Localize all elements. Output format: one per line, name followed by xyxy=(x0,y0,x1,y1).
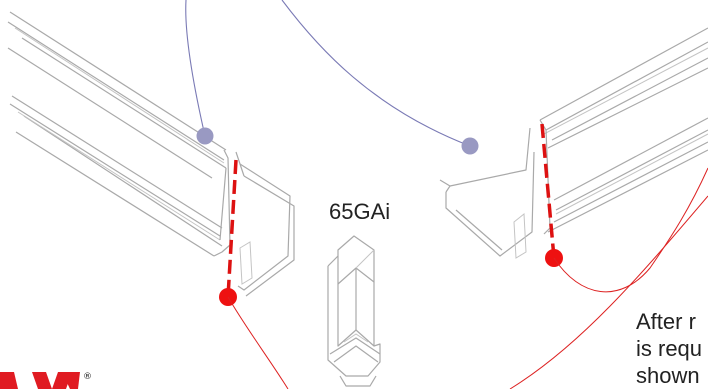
cut-line-right xyxy=(540,123,556,259)
callout-line-right xyxy=(553,167,708,293)
callout-line-lower xyxy=(509,195,708,389)
brand-logo xyxy=(0,372,80,389)
right-gutter xyxy=(439,27,708,259)
leader-line-left xyxy=(185,0,206,137)
instruction-caption: After r is requ shown xyxy=(636,308,702,389)
caption-line: shown xyxy=(636,363,700,388)
callout-line-left xyxy=(227,296,289,389)
anchor-dot-left xyxy=(196,127,214,145)
caption-line: is requ xyxy=(636,336,703,361)
angle-piece xyxy=(327,235,381,387)
registered-mark: ® xyxy=(83,372,92,382)
anchor-dot-right xyxy=(461,137,479,155)
caption-line: After r xyxy=(636,309,696,334)
cut-line-left xyxy=(226,159,238,298)
left-gutter xyxy=(7,11,295,297)
leader-line-centre xyxy=(281,0,471,147)
part-label: 65GAi xyxy=(329,199,391,224)
